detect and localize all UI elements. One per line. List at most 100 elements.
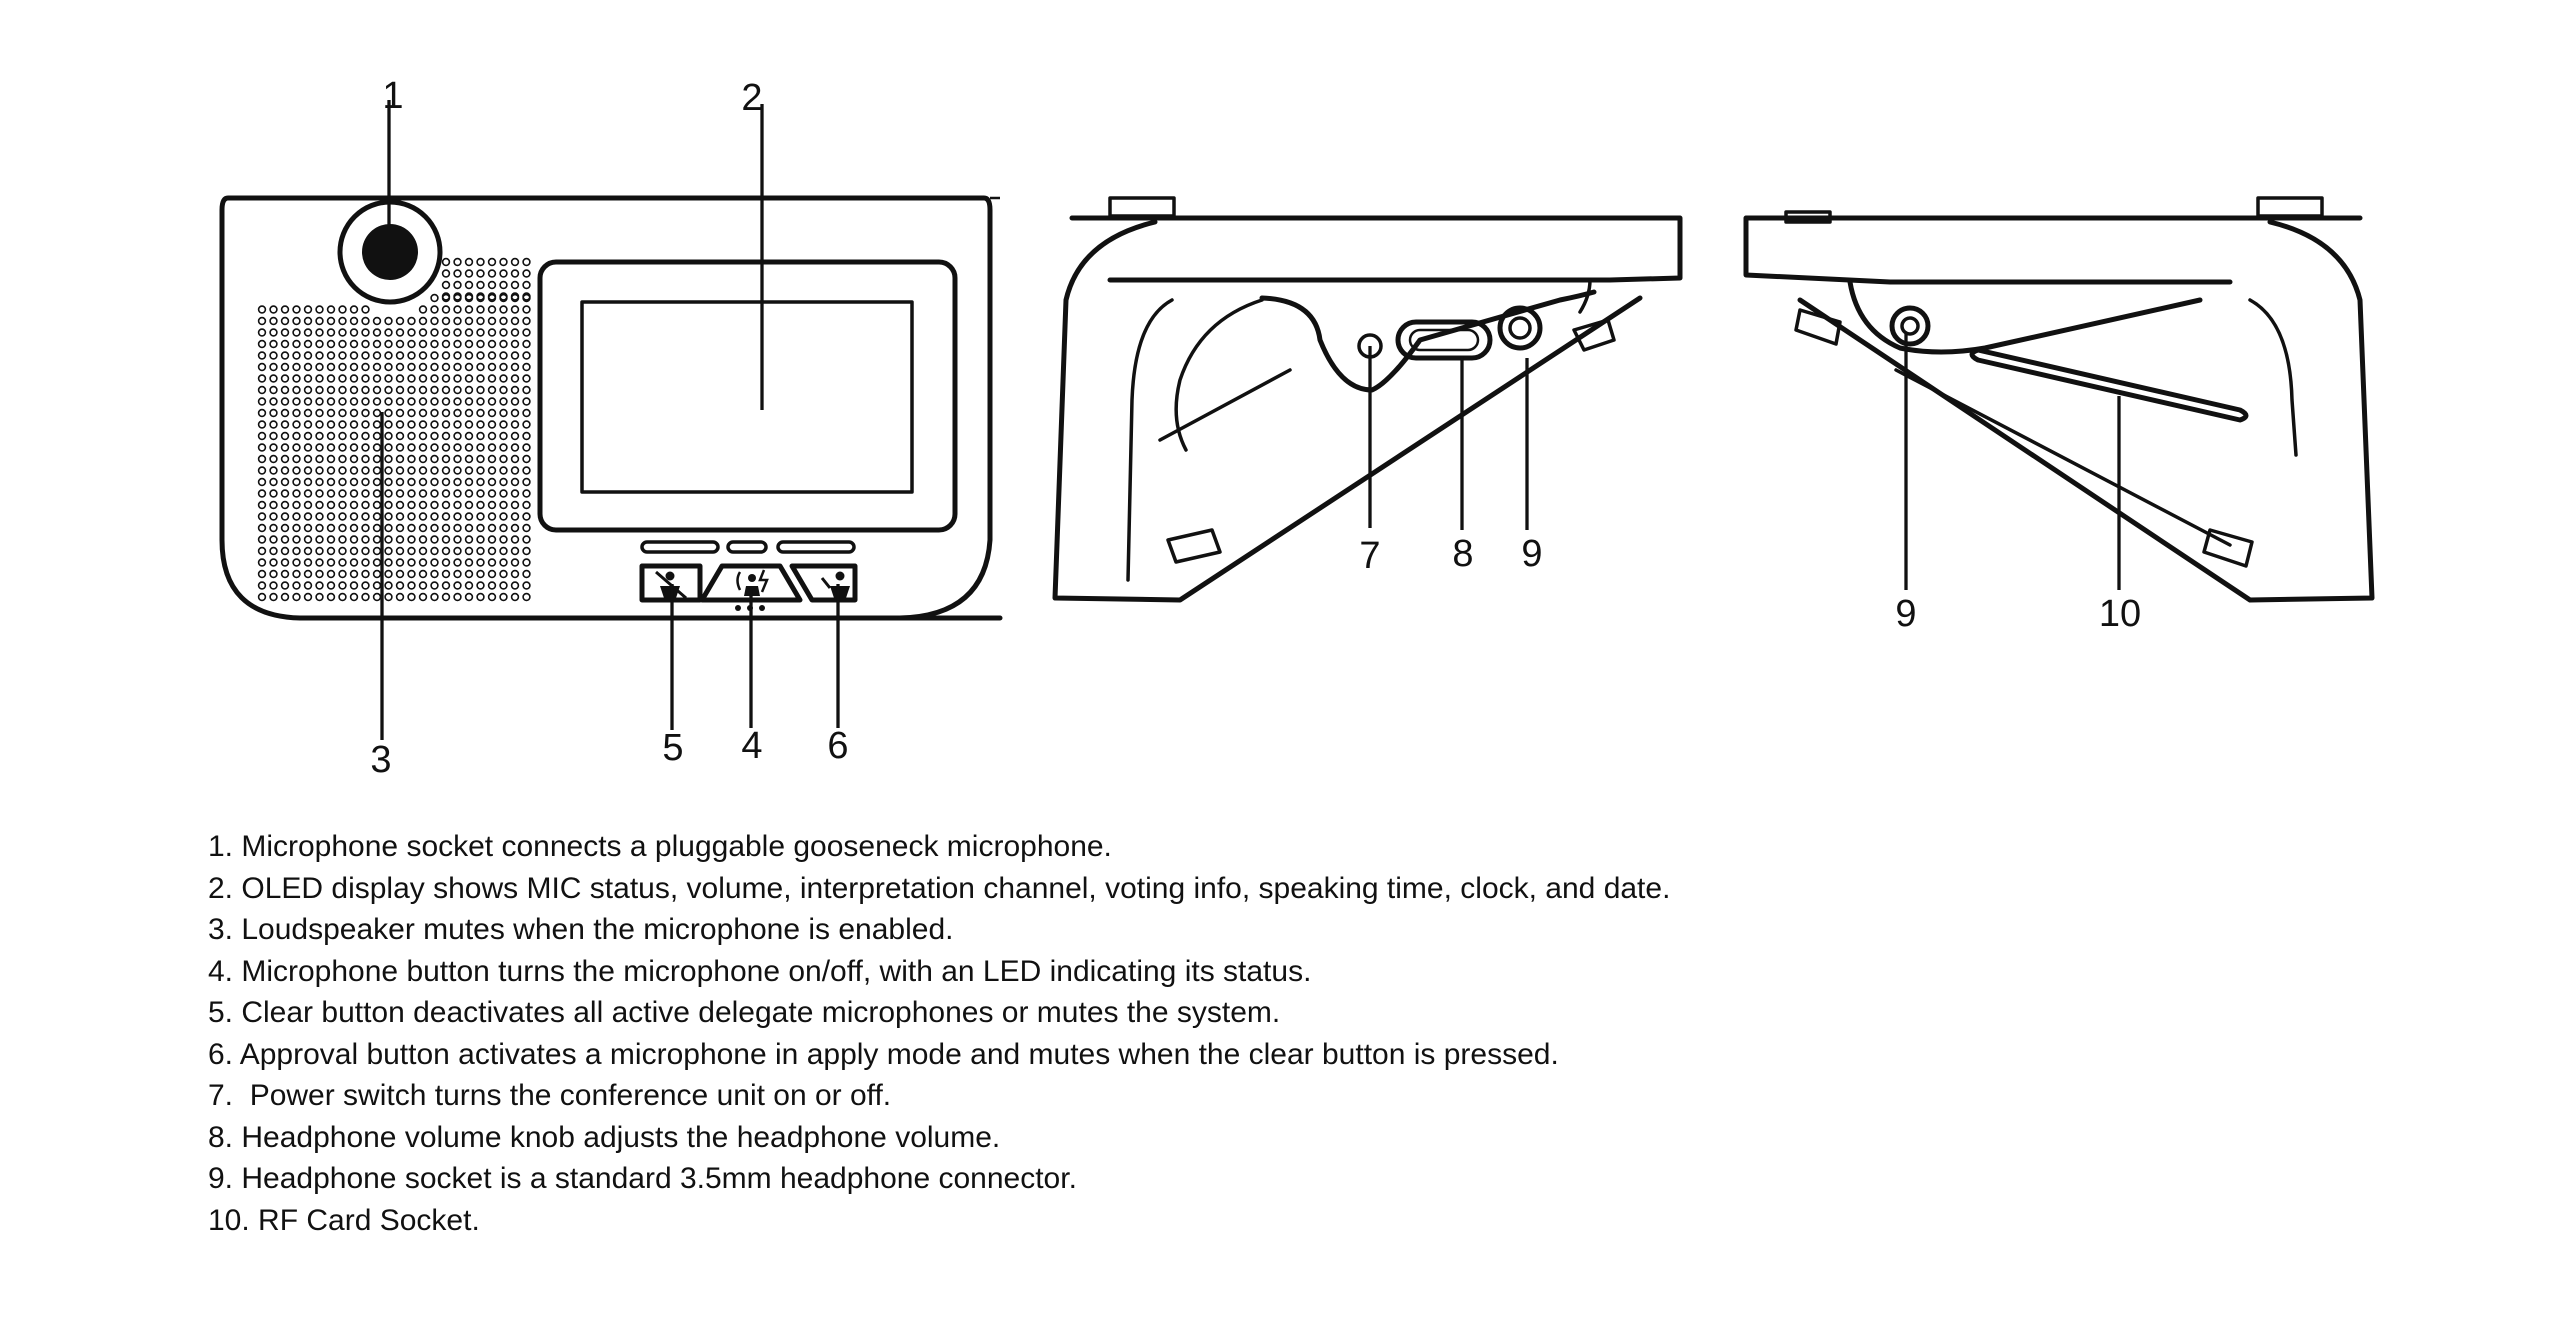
grille-hole <box>441 546 451 556</box>
grille-hole <box>499 443 508 452</box>
grille-hole <box>303 385 313 395</box>
grille-hole <box>372 454 382 464</box>
grille-hole <box>407 489 416 498</box>
grille-hole <box>499 292 508 301</box>
grille-hole <box>292 397 301 406</box>
grille-hole <box>361 581 370 590</box>
headphone-socket-outer[interactable] <box>1497 305 1543 351</box>
grille-hole <box>522 280 531 290</box>
grille-hole <box>522 408 531 418</box>
grille-hole <box>326 316 336 326</box>
grille-hole <box>395 408 405 418</box>
grille-hole <box>522 535 531 544</box>
grille-hole <box>338 305 347 314</box>
grille-hole <box>522 592 531 602</box>
grille-hole <box>315 305 324 314</box>
grille-hole <box>338 523 347 533</box>
grille-hole <box>338 581 347 590</box>
grille-hole <box>476 316 485 326</box>
grille-hole <box>430 500 439 510</box>
grille-hole <box>487 443 497 452</box>
grille-hole <box>441 339 451 349</box>
grille-hole <box>453 477 462 487</box>
grille-hole <box>510 420 520 429</box>
grille-hole <box>326 408 336 418</box>
grille-hole <box>269 351 278 360</box>
grille-hole <box>499 374 508 383</box>
grille-hole <box>315 431 324 441</box>
grille-hole <box>510 280 520 290</box>
headphone-volume-knob[interactable] <box>1395 319 1493 361</box>
left-vent-line <box>1158 368 1292 442</box>
grille-hole <box>510 466 520 475</box>
grille-hole <box>499 454 508 464</box>
grille-hole <box>384 523 393 533</box>
grille-hole <box>487 257 497 267</box>
grille-hole <box>418 512 428 521</box>
grille-hole <box>338 408 347 418</box>
grille-hole <box>280 454 290 464</box>
grille-hole <box>326 477 336 487</box>
grille-hole <box>315 339 324 349</box>
grille-hole <box>395 431 405 441</box>
approval-button[interactable] <box>789 563 858 603</box>
grille-hole <box>315 558 324 567</box>
grille-hole <box>384 362 393 372</box>
grille-hole <box>361 362 370 372</box>
grille-hole <box>315 397 324 406</box>
grille-hole <box>464 351 474 360</box>
grille-hole <box>361 489 370 498</box>
grille-hole <box>326 339 336 349</box>
grille-hole <box>510 362 520 372</box>
grille-hole <box>384 328 393 337</box>
grille-hole <box>453 362 462 372</box>
grille-hole <box>407 443 416 452</box>
grille-hole <box>395 592 405 602</box>
grille-hole <box>499 535 508 544</box>
grille-hole <box>384 431 393 441</box>
grille-hole <box>269 523 278 533</box>
grille-hole <box>384 592 393 602</box>
grille-hole <box>464 339 474 349</box>
grille-hole <box>430 420 439 429</box>
grille-hole <box>303 316 313 326</box>
grille-hole <box>510 397 520 406</box>
grille-hole <box>476 269 485 278</box>
grille-hole <box>418 431 428 441</box>
headphone-socket-outer[interactable] <box>1889 305 1931 347</box>
grille-hole <box>510 535 520 544</box>
grille-hole <box>326 443 336 452</box>
grille-hole <box>522 454 531 464</box>
grille-hole <box>522 558 531 567</box>
grille-hole <box>349 362 359 372</box>
component-legend: 1. Microphone socket connects a pluggabl… <box>208 826 2408 1241</box>
grille-hole <box>372 512 382 521</box>
grille-hole <box>338 558 347 567</box>
grille-hole <box>430 489 439 498</box>
grille-hole <box>464 397 474 406</box>
grille-hole <box>476 397 485 406</box>
grille-hole <box>510 385 520 395</box>
grille-hole <box>372 489 382 498</box>
grille-hole <box>303 592 313 602</box>
grille-hole <box>384 316 393 326</box>
grille-hole <box>418 466 428 475</box>
grille-hole <box>476 535 485 544</box>
grille-hole <box>280 477 290 487</box>
grille-hole <box>453 558 462 567</box>
grille-hole <box>292 431 301 441</box>
grille-hole <box>326 431 336 441</box>
grille-hole <box>292 443 301 452</box>
grille-hole <box>522 328 531 337</box>
grille-hole <box>441 316 451 326</box>
rf-card-slot[interactable] <box>1969 347 2249 423</box>
grille-hole <box>407 339 416 349</box>
grille-hole <box>257 362 267 372</box>
grille-hole <box>257 489 267 498</box>
grille-hole <box>499 362 508 372</box>
grille-hole <box>349 523 359 533</box>
grille-hole <box>280 374 290 383</box>
grille-hole <box>499 316 508 326</box>
grille-hole <box>407 592 416 602</box>
grille-hole <box>418 535 428 544</box>
